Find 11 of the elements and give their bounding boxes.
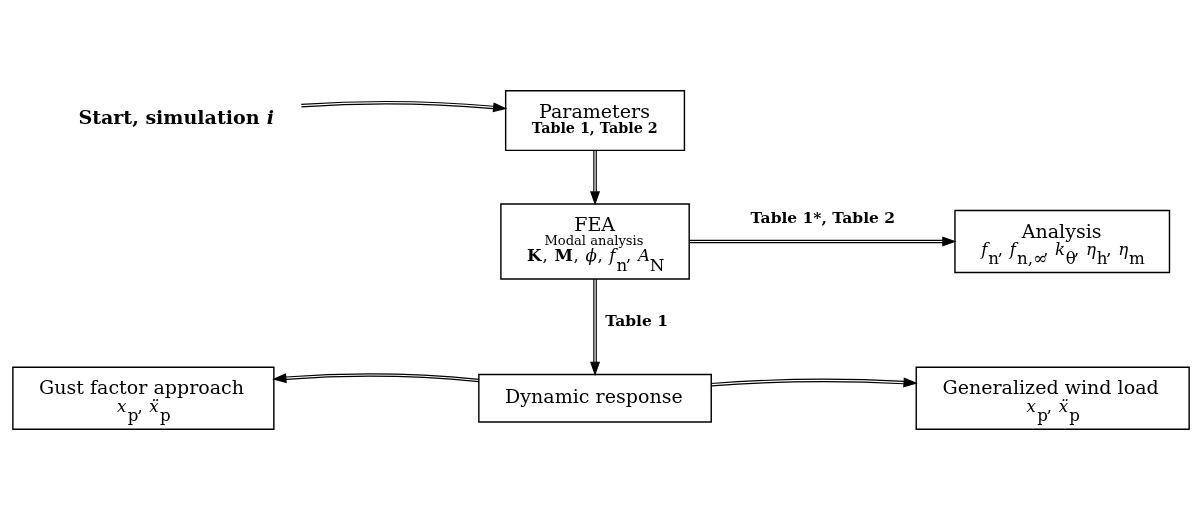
node-text: Start, simulation i <box>78 105 274 128</box>
arrow <box>590 278 601 376</box>
arrow <box>710 377 918 388</box>
arrow <box>689 236 957 247</box>
edge-label: Table 1*, Table 2 <box>750 207 896 227</box>
node-box: Dynamic response <box>478 373 712 423</box>
arrow <box>300 100 508 112</box>
node-box: Parameters Table 1, Table 2 <box>504 89 686 151</box>
arrow <box>590 149 601 206</box>
edge-label: Table 1 <box>605 310 668 330</box>
arrow <box>272 372 480 383</box>
